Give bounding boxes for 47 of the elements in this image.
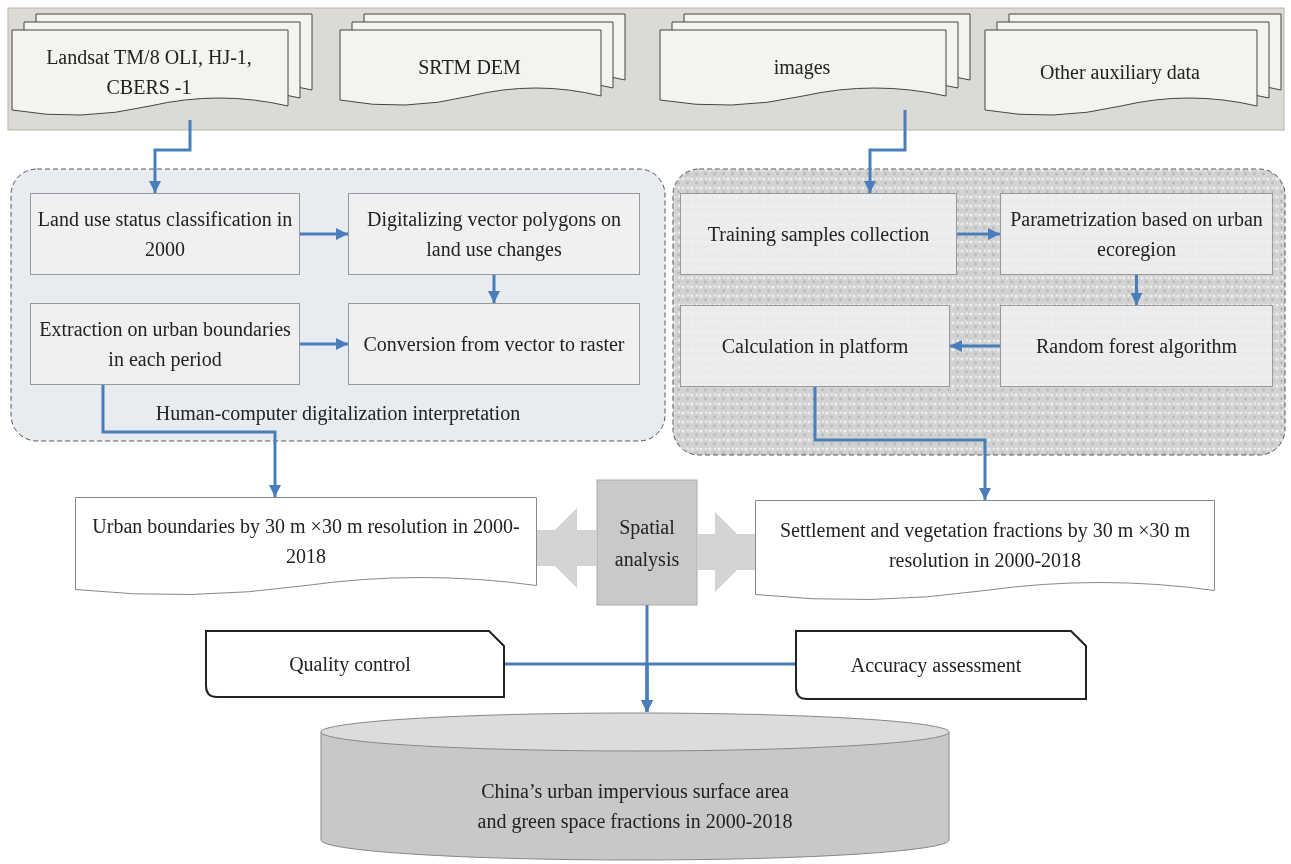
box-label: Spatial analysis: [613, 514, 681, 573]
box-label: Accuracy assessment: [850, 653, 1022, 679]
arrow: [300, 338, 348, 350]
process-box: [348, 193, 640, 275]
arrow: [641, 662, 795, 712]
box-label: Digitalizing vector polygons on land use changes: [366, 207, 622, 263]
box-label: Parametrization based on urban ecoregion: [1009, 207, 1264, 263]
group-panel: [10, 168, 666, 442]
box-label: Quality control: [289, 652, 411, 678]
arrow: [864, 110, 907, 193]
box-label: Urban boundaries by 30 m ×30 m resolution in 2000-2018: [91, 514, 521, 569]
box-label: Settlement and vegetation fractions by 30 m ×30 m resolution in 2000-2018: [778, 518, 1192, 573]
database-cylinder: [320, 712, 950, 860]
box-label: Extraction on urban boundaries in each period: [38, 317, 292, 373]
arrow: [957, 228, 1000, 240]
process-box: [680, 305, 950, 387]
box-label: Random forest algorithm: [1035, 334, 1238, 360]
box-label: Landsat TM/8 OLI, HJ-1, CBERS -1: [45, 45, 253, 100]
process-box: [30, 193, 300, 275]
process-box: [1000, 305, 1273, 387]
block-arrow: [697, 512, 755, 592]
block-arrow: [537, 508, 597, 588]
arrow: [300, 228, 348, 240]
box-label: Training samples collection: [707, 222, 930, 248]
box-label: SRTM DEM: [418, 55, 521, 80]
box-label: Land use status classification in 2000: [36, 207, 294, 262]
box-label: images: [773, 55, 831, 81]
process-box: [348, 303, 640, 385]
process-box: [597, 480, 697, 605]
arrow: [149, 120, 192, 193]
arrow: [1130, 275, 1143, 305]
arrow: [950, 340, 1000, 352]
arrow: [101, 385, 281, 497]
box-label: Calculation in platform: [721, 334, 909, 360]
card-shape: [795, 630, 1087, 700]
group-label: Human-computer digitalization interpretation: [154, 401, 522, 427]
card-shape: [205, 630, 505, 698]
arrow: [488, 275, 500, 303]
process-box: [680, 193, 957, 275]
box-label: China’s urban impervious surface area and green space fractions in 2000-2018: [476, 779, 794, 835]
box-label: Conversion from vector to raster: [363, 332, 625, 357]
process-box: [30, 303, 300, 385]
arrow: [813, 387, 991, 500]
group-panel: [672, 168, 1286, 456]
box-label: Other auxiliary data: [1040, 60, 1200, 86]
source-data-band: [8, 8, 1284, 130]
process-box: [1000, 193, 1273, 275]
